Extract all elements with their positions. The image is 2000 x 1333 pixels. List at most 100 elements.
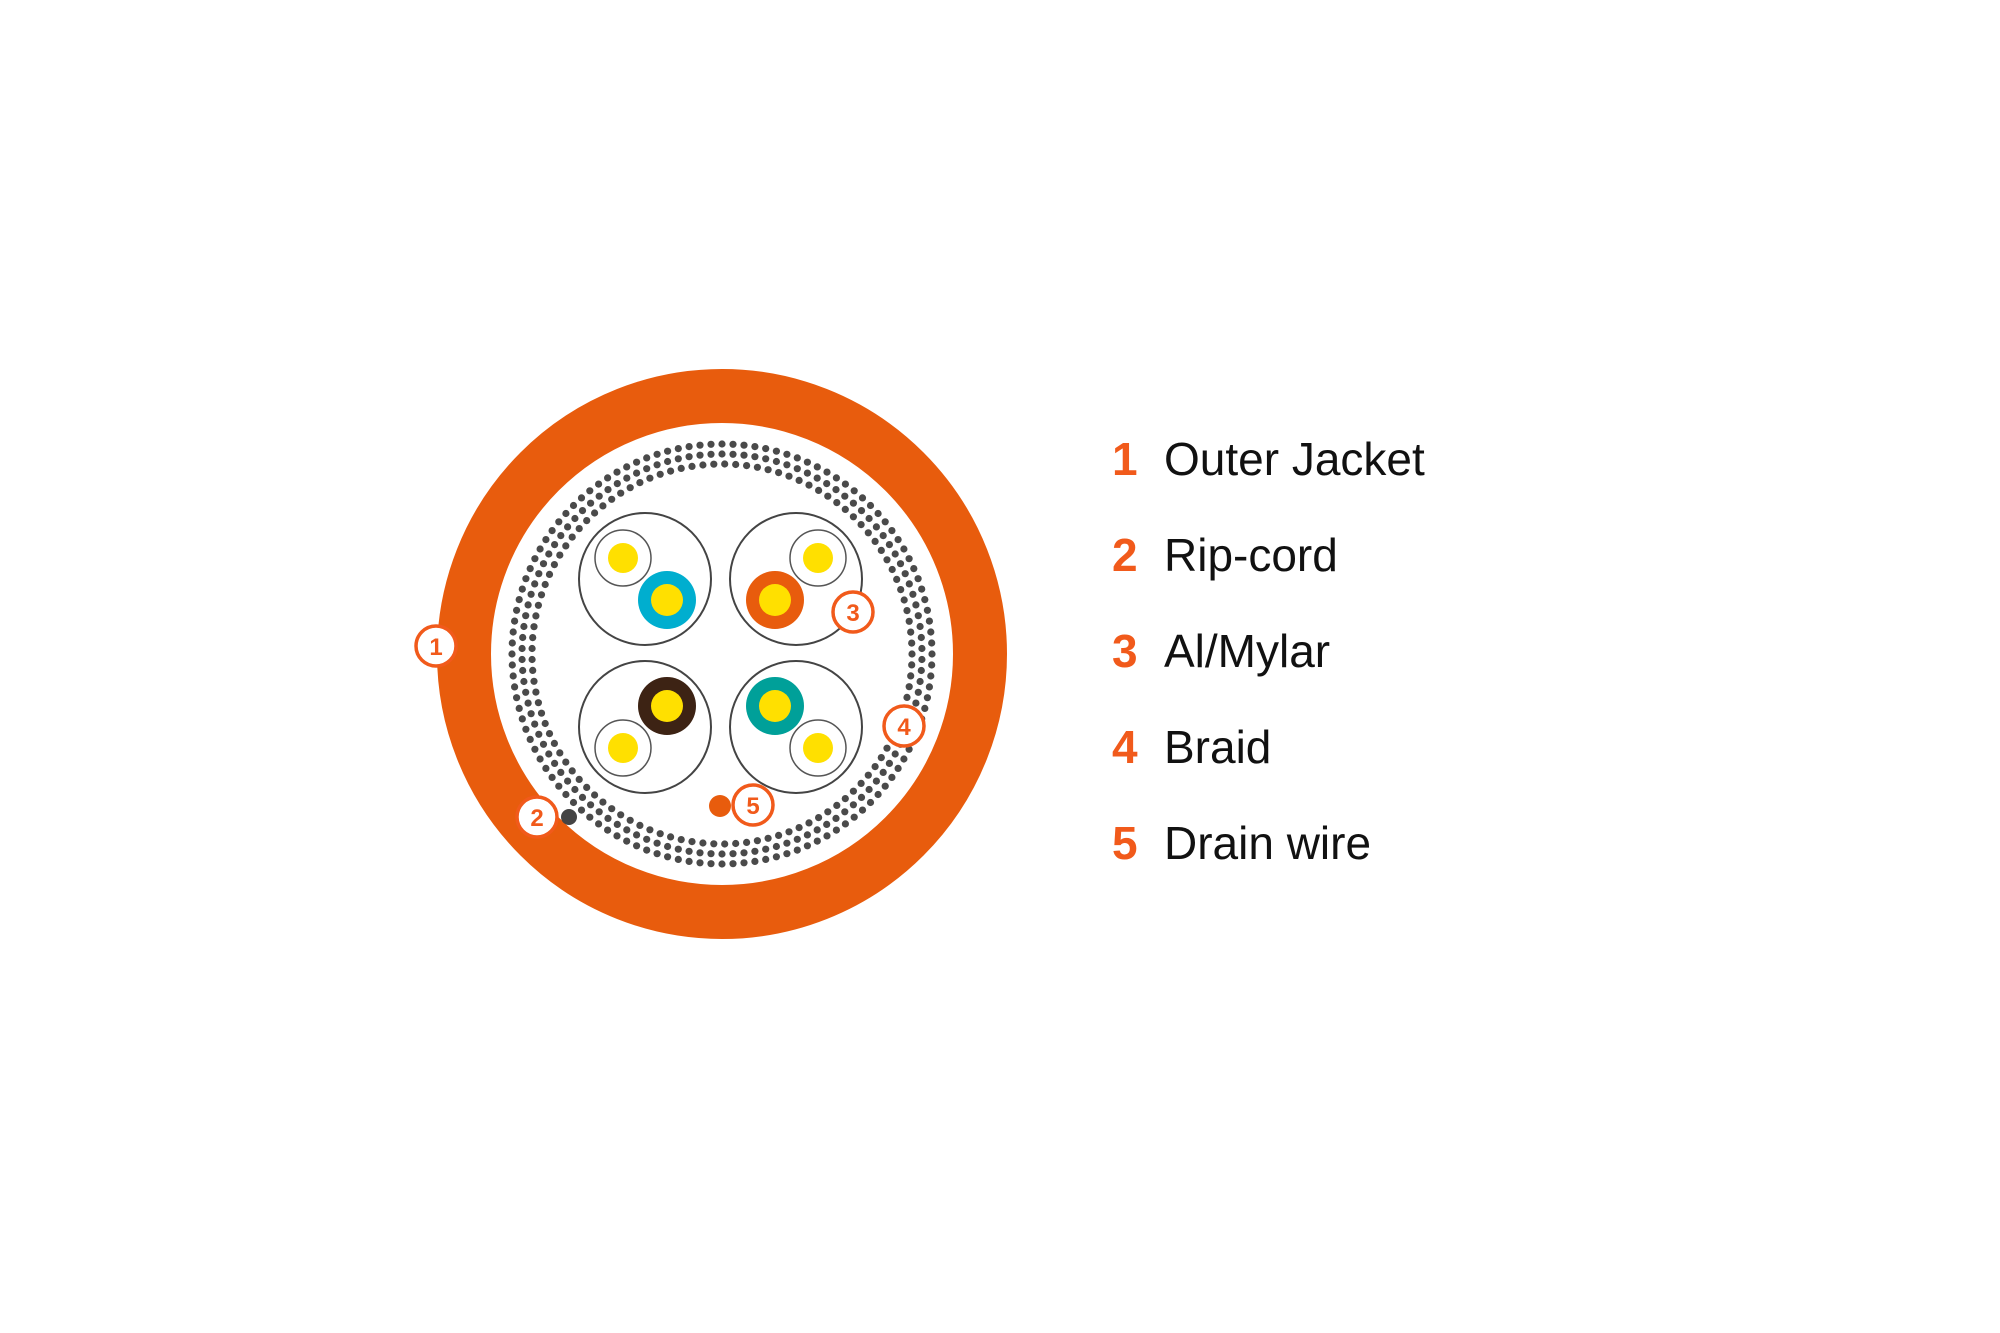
braid-strand <box>894 536 902 544</box>
braid-strand <box>762 855 770 864</box>
braid-strand <box>841 492 849 500</box>
braid-strand <box>551 759 559 768</box>
braid-strand <box>879 532 887 540</box>
braid-strand <box>548 773 556 782</box>
braid-strand <box>803 458 812 466</box>
braid-strand <box>564 777 572 785</box>
braid-strand <box>587 801 595 809</box>
braid-strand <box>539 560 548 568</box>
braid-strand <box>646 474 654 482</box>
braid-strand <box>707 860 715 868</box>
braid-strand <box>894 764 902 773</box>
svg-text:4: 4 <box>897 714 911 741</box>
braid-strand <box>524 699 532 707</box>
braid-strand <box>688 462 696 470</box>
braid-strand <box>793 465 801 473</box>
braid-strand <box>515 596 523 604</box>
braid-strand <box>633 842 641 850</box>
braid-strand <box>813 463 821 471</box>
braid-strand <box>562 790 570 799</box>
outer-jacket <box>437 369 1007 939</box>
braid-strand <box>685 857 693 866</box>
braid-strand <box>656 470 664 478</box>
braid-strand <box>613 480 621 488</box>
braid-strand <box>912 601 920 609</box>
rip-cord <box>561 809 577 825</box>
braid-strand <box>531 555 539 563</box>
braid-strand <box>718 440 726 448</box>
braid-strand <box>583 517 591 525</box>
braid-strand <box>562 758 570 766</box>
braid-strand <box>896 560 905 568</box>
braid-strand <box>925 617 934 625</box>
braid-strand <box>905 617 913 625</box>
braid-strand <box>772 457 781 466</box>
braid-strand <box>536 545 544 553</box>
braid-strand <box>849 787 858 795</box>
braid-strand <box>785 472 793 480</box>
braid-strand <box>707 440 715 448</box>
braid-strand <box>522 575 530 583</box>
braid-strand <box>905 745 913 753</box>
braid-strand <box>877 546 885 555</box>
twisted-pair-1 <box>578 512 712 646</box>
braid-strand <box>643 454 651 462</box>
braid-strand <box>813 837 821 845</box>
braid-strand <box>718 450 726 458</box>
braid-strand <box>751 453 759 461</box>
braid-strand <box>568 767 576 775</box>
braid-strand <box>664 853 672 861</box>
braid-strand <box>927 672 935 680</box>
braid-strand <box>917 666 925 675</box>
braid-strand <box>823 820 831 829</box>
braid-strand <box>519 666 527 675</box>
braid-strand <box>586 487 594 495</box>
braid-strand <box>881 518 889 526</box>
braid-strand <box>885 759 894 768</box>
braid-strand <box>653 461 661 469</box>
braid-strand <box>815 814 823 822</box>
braid-strand <box>542 536 550 544</box>
braid-strand <box>824 492 832 500</box>
braid-strand <box>841 820 850 828</box>
braid-strand <box>762 845 770 853</box>
braid-strand <box>564 523 572 531</box>
braid-strand <box>674 455 682 463</box>
braid-strand <box>785 828 793 836</box>
braid-strand <box>795 824 803 832</box>
braid-strand <box>685 443 693 451</box>
braid-strand <box>604 826 612 834</box>
braid-strand <box>877 754 885 762</box>
braid-strand <box>832 814 840 823</box>
braid-strand <box>623 826 631 834</box>
svg-text:1: 1 <box>429 634 442 661</box>
braid-strand <box>617 811 625 819</box>
braid-strand <box>918 644 926 653</box>
braid-strand <box>914 688 922 696</box>
braid-strand <box>526 565 534 573</box>
braid-strand <box>914 612 922 620</box>
braid-strand <box>901 570 909 578</box>
braid-strand <box>849 513 858 521</box>
braid-strand <box>857 507 866 515</box>
legend-number: 5 <box>1112 817 1138 869</box>
braid-strand <box>918 585 926 593</box>
braid-strand <box>623 837 631 845</box>
braid-strand <box>535 730 543 738</box>
braid-strand <box>531 745 539 753</box>
braid-strand <box>656 830 664 838</box>
braid-strand <box>857 779 865 788</box>
braid-strand <box>914 575 922 583</box>
braid-strand <box>732 460 740 469</box>
braid-strand <box>764 834 772 842</box>
braid-strand <box>568 533 576 541</box>
braid-strand <box>604 814 612 823</box>
braid-strand <box>823 468 831 476</box>
callout-2: 2 <box>515 795 559 839</box>
braid-strand <box>541 719 549 728</box>
braid-strand <box>858 494 867 502</box>
braid-strand <box>824 808 832 816</box>
braid-strand <box>545 730 554 738</box>
braid-strand <box>710 840 718 848</box>
